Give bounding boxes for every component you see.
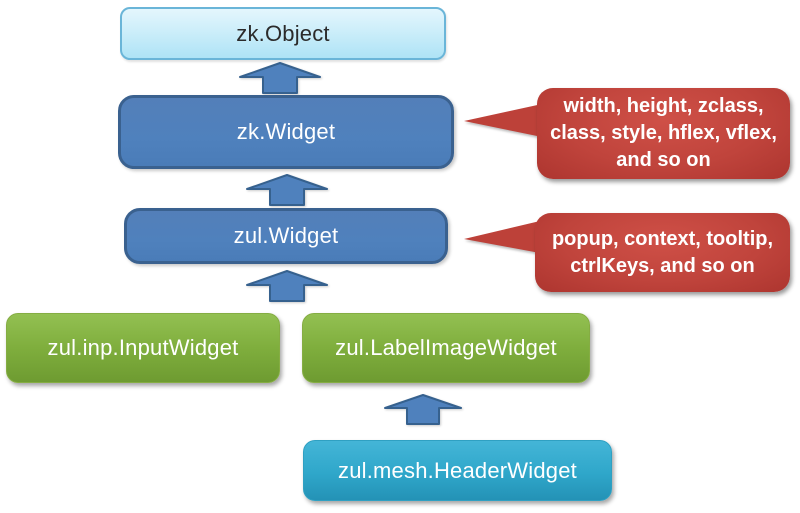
node-zul-inp-input-widget-label: zul.inp.InputWidget [47,335,239,360]
inheritance-up-arrow-icon [239,62,321,94]
inheritance-up-arrow-icon [384,394,462,425]
node-zul-inp-input-widget: zul.inp.InputWidget [6,313,280,383]
node-zul-widget-label: zul.Widget [233,223,339,248]
inheritance-up-arrow-icon [246,270,328,302]
node-zul-widget: zul.Widget [124,208,448,264]
callout-zk-widget-properties: width, height, zclass, class, style, hfl… [537,88,790,179]
callout-tail-icon [464,221,540,253]
callout-line: popup, context, tooltip, [551,227,774,250]
node-zul-mesh-header-widget-label: zul.mesh.HeaderWidget [338,457,577,483]
node-zk-object-label: zk.Object [236,20,330,46]
callout-tail-icon [464,104,542,137]
node-zk-widget-label: zk.Widget [236,119,336,144]
callout-line: ctrlKeys, and so on [570,254,755,277]
inheritance-up-arrow-icon [246,174,328,206]
node-zul-mesh-header-widget: zul.mesh.HeaderWidget [303,440,612,501]
node-zul-label-image-widget: zul.LabelImageWidget [302,313,590,383]
node-zk-object: zk.Object [120,7,446,60]
callout-line: and so on [616,149,711,171]
node-zul-label-image-widget-label: zul.LabelImageWidget [335,335,557,360]
callout-line: width, height, zclass, [563,95,764,117]
callout-line: class, style, hflex, vflex, [550,122,777,144]
callout-zul-widget-properties: popup, context, tooltip, ctrlKeys, and s… [535,213,790,292]
node-zk-widget: zk.Widget [118,95,454,169]
